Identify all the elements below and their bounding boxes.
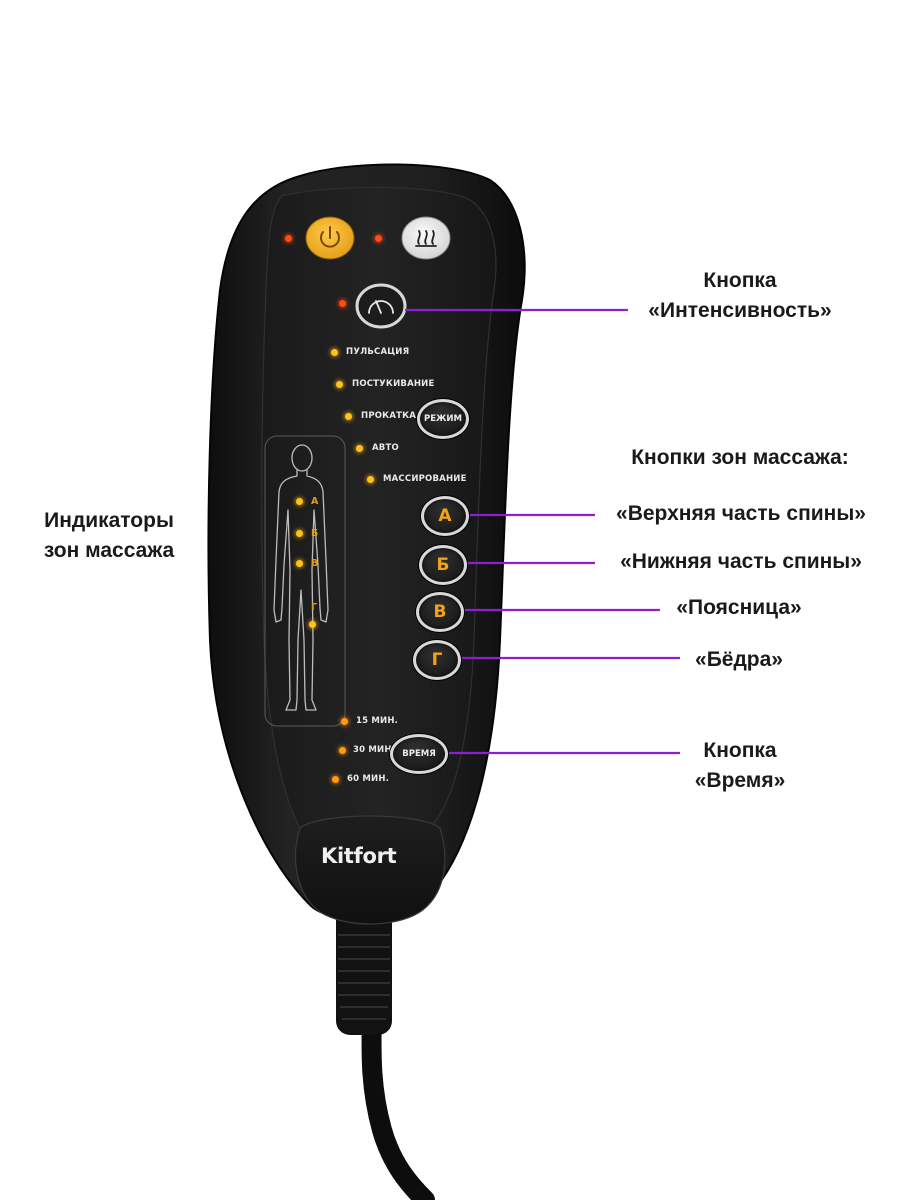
power-indicator-led <box>285 235 292 242</box>
zone-indicator-label-g: Г <box>311 602 318 613</box>
mode-button[interactable]: РЕЖИМ <box>417 399 469 439</box>
timer-label-60: 60 МИН. <box>347 774 390 784</box>
callout-line-1: Кнопка <box>703 739 777 762</box>
mode-led <box>331 349 338 356</box>
time-button[interactable]: ВРЕМЯ <box>390 734 448 774</box>
intensity-button[interactable] <box>355 283 407 329</box>
timer-led-30 <box>339 747 346 754</box>
zone-buttons-heading: Кнопки зон массажа: <box>631 446 849 469</box>
mode-led <box>336 381 343 388</box>
zone-v-callout: «Поясница» <box>676 596 802 619</box>
power-cable <box>336 905 435 1200</box>
callout-line-1: Кнопка <box>703 269 777 292</box>
heat-icon <box>415 230 437 247</box>
zone-indicator-label-a: А <box>311 496 319 507</box>
heat-indicator-led <box>375 235 382 242</box>
body-outline-icon <box>264 435 346 727</box>
callout-line-2: «Интенсивность» <box>648 299 832 322</box>
mode-label: ПРОКАТКА <box>361 411 417 421</box>
zone-indicators-callout: Индикаторы зон массажа <box>18 506 200 566</box>
intensity-gauge-icon <box>368 300 394 314</box>
zone-led-g <box>309 621 316 628</box>
zone-indicator-label-b: Б <box>311 528 319 539</box>
mode-led <box>367 476 374 483</box>
power-icon <box>320 226 340 248</box>
callout-line-1: Индикаторы <box>44 509 174 532</box>
zone-a-button[interactable]: А <box>421 496 469 536</box>
timer-led-15 <box>341 718 348 725</box>
zone-g-button[interactable]: Г <box>413 640 461 680</box>
zone-g-callout: «Бёдра» <box>695 648 783 671</box>
timer-label-15: 15 МИН. <box>356 716 399 726</box>
callout-line-2: зон массажа <box>43 539 175 562</box>
mode-label: АВТО <box>372 443 399 453</box>
zone-b-button[interactable]: Б <box>419 545 467 585</box>
mode-label: ПОСТУКИВАНИЕ <box>352 379 435 389</box>
intensity-button-callout: Кнопка «Интенсивность» <box>640 266 840 326</box>
callout-line-2: «Время» <box>694 769 786 792</box>
mode-label: ПУЛЬСАЦИЯ <box>346 347 410 357</box>
intensity-indicator-led <box>339 300 346 307</box>
zone-a-callout: «Верхняя часть спины» <box>616 502 866 525</box>
power-button[interactable] <box>305 216 355 260</box>
mode-led <box>345 413 352 420</box>
zone-led-b <box>296 530 303 537</box>
zone-led-v <box>296 560 303 567</box>
timer-label-30: 30 МИН. <box>353 745 396 755</box>
mode-led <box>356 445 363 452</box>
timer-led-60 <box>332 776 339 783</box>
brand-logo: Kitfort <box>321 844 397 868</box>
remote-bottom-cap <box>294 815 446 925</box>
zone-led-a <box>296 498 303 505</box>
heat-button[interactable] <box>401 216 451 260</box>
zone-v-button[interactable]: В <box>416 592 464 632</box>
time-button-callout: Кнопка «Время» <box>660 736 820 796</box>
mode-label: МАССИРОВАНИЕ <box>383 474 467 484</box>
zone-indicator-label-v: В <box>311 558 319 569</box>
zone-b-callout: «Нижняя часть спины» <box>620 550 862 573</box>
callout-lines <box>405 308 680 755</box>
